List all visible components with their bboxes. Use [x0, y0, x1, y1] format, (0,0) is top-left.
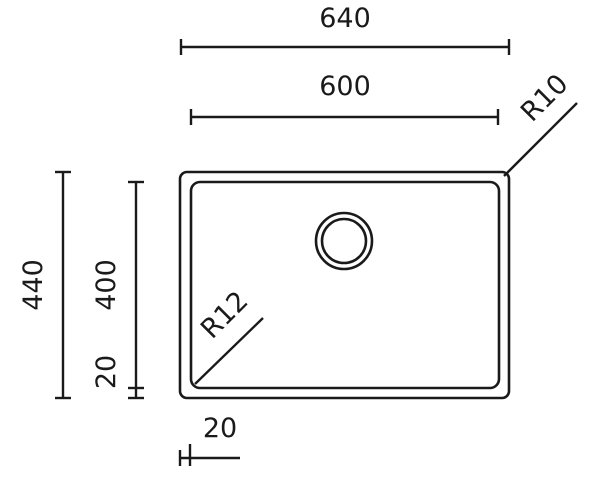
outer-radius-leader [503, 102, 578, 177]
inner-radius-leader [194, 317, 264, 385]
flange-vertical-label: 20 [91, 355, 122, 389]
inner-height-label: 400 [91, 259, 122, 311]
drain [314, 211, 374, 271]
inner-radius-callout: R12 [194, 285, 264, 385]
drain-inner-ring [320, 217, 368, 265]
horizontal-flange-dimension: 20 [178, 413, 240, 466]
outer-width-dimension: 640 [179, 3, 511, 55]
sink-inner-bowl-outline [189, 180, 501, 390]
outer-height-dimension: 440 [18, 170, 71, 400]
inner-width-label: 600 [319, 71, 371, 102]
outer-height-label: 440 [18, 259, 49, 311]
drain-outer-ring [314, 211, 374, 271]
inner-width-dimension: 600 [189, 71, 500, 125]
outer-radius-label: R10 [515, 68, 574, 127]
sink-outer-outline [178, 170, 511, 400]
outer-radius-callout: R10 [503, 68, 578, 177]
flange-horizontal-label: 20 [203, 413, 237, 444]
inner-height-dimension: 400 20 [91, 180, 144, 400]
outer-width-label: 640 [319, 3, 371, 34]
